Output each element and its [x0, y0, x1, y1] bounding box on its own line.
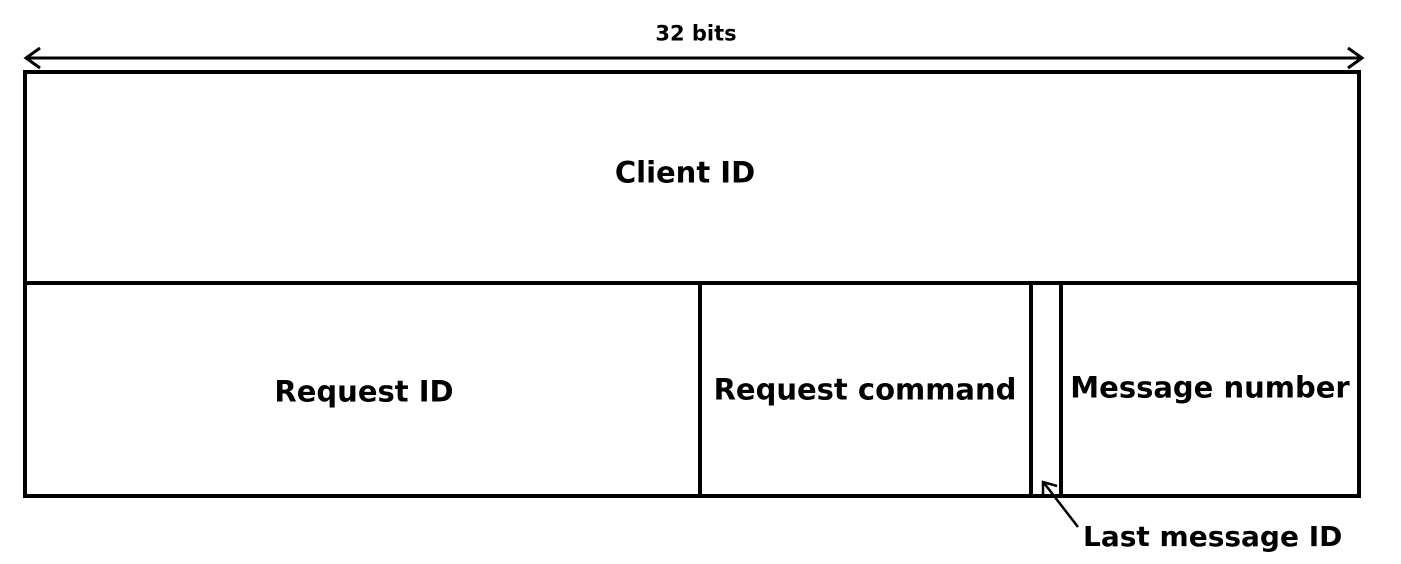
field-last-message-id: Last message ID: [1083, 520, 1343, 553]
arrow-head-left: [23, 46, 41, 70]
width-arrow: [23, 46, 1365, 70]
field-request-command: Request command: [713, 372, 1017, 407]
field-client-id: Client ID: [614, 155, 756, 190]
arrow-head-right: [1347, 46, 1365, 70]
last-message-callout-arrow: [1041, 480, 1079, 528]
field-request-id: Request ID: [274, 374, 454, 409]
field-message-number: Message number: [1070, 370, 1350, 405]
width-label: 32 bits: [655, 21, 737, 46]
